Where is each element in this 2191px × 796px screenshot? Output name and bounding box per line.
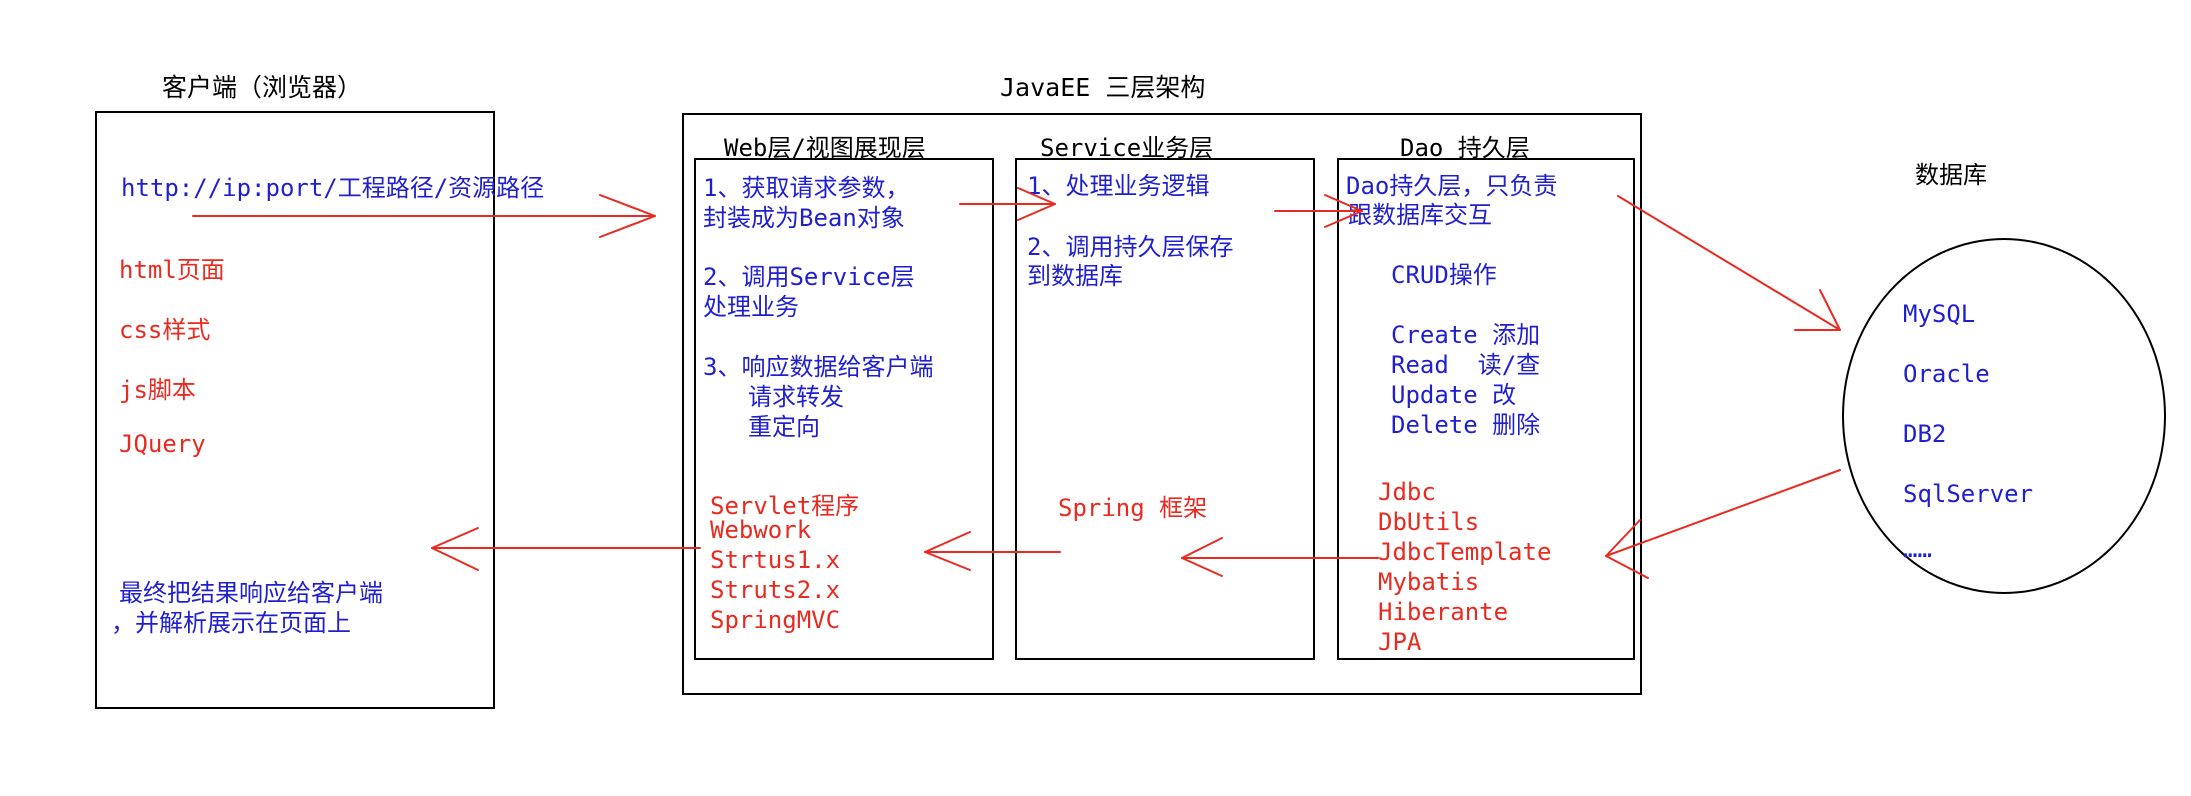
database-item-ellipsis: …… bbox=[1903, 535, 1932, 563]
arrow-database-to-dao bbox=[1605, 469, 1841, 579]
web-step1-line1: 1、获取请求参数， bbox=[703, 174, 910, 202]
dao-framework-jdbc: Jdbc bbox=[1378, 478, 1436, 506]
client-item-js: js脚本 bbox=[119, 376, 196, 404]
client-item-html: html页面 bbox=[119, 256, 225, 284]
javaee-box bbox=[682, 113, 1642, 695]
web-framework-struts1: Strtus1.x bbox=[710, 546, 841, 574]
database-item-oracle: Oracle bbox=[1903, 360, 1990, 388]
database-item-db2: DB2 bbox=[1903, 420, 1947, 448]
client-result-line2: ，并解析展示在页面上 bbox=[111, 609, 351, 637]
client-result-line1: 最终把结果响应给客户端 bbox=[119, 579, 383, 607]
arrow-service-to-web bbox=[924, 531, 1061, 571]
dao-desc-line1: Dao持久层，只负责 bbox=[1346, 172, 1558, 200]
web-framework-springmvc: SpringMVC bbox=[710, 606, 841, 634]
arrow-dao-to-database bbox=[1617, 195, 1841, 331]
javaee-title: JavaEE 三层架构 bbox=[1000, 73, 1206, 102]
client-item-css: css样式 bbox=[119, 316, 211, 344]
service-layer-box bbox=[1015, 158, 1315, 660]
dao-crud-update: Update 改 bbox=[1391, 381, 1517, 409]
web-step3-redirect: 重定向 bbox=[748, 413, 820, 441]
client-box bbox=[95, 111, 495, 709]
dao-desc-line2: 跟数据库交互 bbox=[1348, 201, 1492, 229]
dao-framework-hiberante: Hiberante bbox=[1378, 598, 1509, 626]
dao-layer-title: Dao 持久层 bbox=[1400, 134, 1530, 162]
dao-framework-jpa: JPA bbox=[1378, 628, 1422, 656]
web-framework-webwork: Webwork bbox=[710, 516, 812, 544]
web-framework-struts2: Struts2.x bbox=[710, 576, 841, 604]
web-layer-title: Web层/视图展现层 bbox=[724, 134, 926, 162]
service-step2-line1: 2、调用持久层保存 bbox=[1027, 233, 1234, 261]
dao-framework-jdbctemplate: JdbcTemplate bbox=[1378, 538, 1552, 566]
dao-crud-create: Create 添加 bbox=[1391, 321, 1541, 349]
arrow-service-to-dao bbox=[1274, 194, 1363, 228]
client-title: 客户端（浏览器） bbox=[162, 73, 363, 102]
web-step2-line2: 处理业务 bbox=[703, 293, 799, 321]
web-framework-servlet: Servlet程序 bbox=[710, 492, 860, 520]
client-item-jquery: JQuery bbox=[119, 430, 206, 458]
dao-crud-read: Read 读/查 bbox=[1391, 351, 1541, 379]
dao-layer-box bbox=[1337, 158, 1635, 660]
web-step2-line1: 2、调用Service层 bbox=[703, 263, 915, 291]
arrow-dao-to-service bbox=[1181, 537, 1379, 577]
service-framework-spring: Spring 框架 bbox=[1058, 494, 1208, 522]
dao-crud-title: CRUD操作 bbox=[1391, 261, 1497, 289]
web-step3-line1: 3、响应数据给客户端 bbox=[703, 353, 934, 381]
database-title: 数据库 bbox=[1915, 161, 1987, 189]
service-layer-title: Service业务层 bbox=[1040, 134, 1214, 162]
arrow-web-to-client bbox=[431, 527, 701, 571]
arrow-web-to-service bbox=[959, 187, 1056, 221]
arrow-client-to-web bbox=[192, 194, 656, 238]
service-step1: 1、处理业务逻辑 bbox=[1027, 172, 1210, 200]
client-url: http://ip:port/工程路径/资源路径 bbox=[121, 174, 545, 202]
web-step1-line2: 封装成为Bean对象 bbox=[703, 204, 905, 232]
web-step3-forward: 请求转发 bbox=[748, 383, 844, 411]
dao-crud-delete: Delete 删除 bbox=[1391, 411, 1541, 439]
service-step2-line2: 到数据库 bbox=[1027, 262, 1123, 290]
database-ellipse bbox=[1842, 238, 2166, 594]
database-item-sqlserver: SqlServer bbox=[1903, 480, 2034, 508]
dao-framework-dbutils: DbUtils bbox=[1378, 508, 1480, 536]
dao-framework-mybatis: Mybatis bbox=[1378, 568, 1480, 596]
web-layer-box bbox=[694, 158, 994, 660]
database-item-mysql: MySQL bbox=[1903, 300, 1976, 328]
